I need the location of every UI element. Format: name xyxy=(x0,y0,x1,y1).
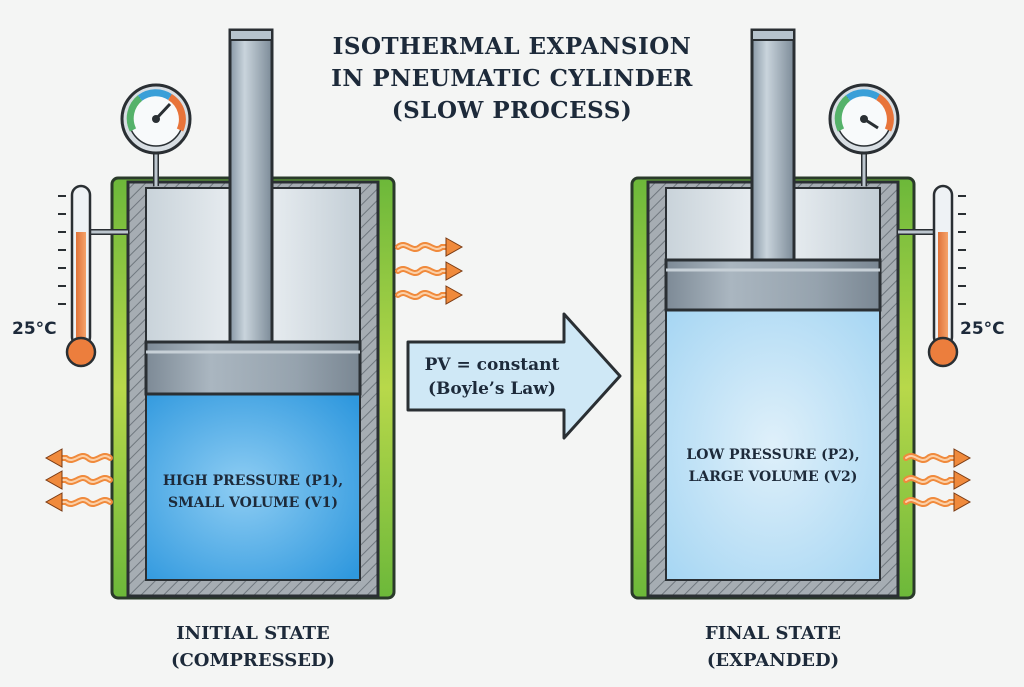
left-gas-label-line-1: HIGH PRESSURE (P1), xyxy=(163,473,343,489)
right-gas-label-line-2: LARGE VOLUME (V2) xyxy=(689,469,858,485)
right-temperature-label: 25°C xyxy=(960,319,1005,339)
process-arrow: PV = constant (Boyle’s Law) xyxy=(406,312,622,440)
left-piston xyxy=(144,340,362,396)
right-gas-label-line-1: LOW PRESSURE (P2), xyxy=(686,447,859,463)
left-caption-line-2: (COMPRESSED) xyxy=(171,650,335,671)
right-cylinder: 25°C LOW PRESSURE (P2), LARGE VOLUME (V2… xyxy=(630,28,1005,600)
left-heat-arrows-top xyxy=(398,238,462,304)
right-piston-rod xyxy=(750,28,796,262)
process-arrow-line-2: (Boyle’s Law) xyxy=(428,379,556,399)
left-piston-rod xyxy=(228,28,274,344)
process-arrow-line-1: PV = constant xyxy=(425,355,560,375)
left-thermometer-icon xyxy=(58,184,97,368)
title-line-2: IN PNEUMATIC CYLINDER xyxy=(331,65,693,92)
title-line-3: (SLOW PROCESS) xyxy=(392,97,632,124)
right-piston xyxy=(664,258,882,312)
left-heat-arrows-bottom xyxy=(46,449,110,511)
right-thermometer-icon xyxy=(927,184,966,368)
title-line-1: ISOTHERMAL EXPANSION xyxy=(333,33,692,60)
left-cylinder: 25°C HIGH PRESSURE (P1), SMALL VOLUME (V… xyxy=(12,28,396,600)
right-pressure-gauge-icon xyxy=(828,83,900,155)
right-caption-line-1: FINAL STATE xyxy=(705,623,841,644)
right-heat-arrows xyxy=(906,449,970,511)
right-caption-line-2: (EXPANDED) xyxy=(707,650,839,671)
left-gas-label-line-2: SMALL VOLUME (V1) xyxy=(168,495,338,511)
left-gas-volume xyxy=(145,393,361,581)
left-temperature-label: 25°C xyxy=(12,319,57,339)
right-gas-volume xyxy=(665,309,881,581)
left-pressure-gauge-icon xyxy=(120,83,192,155)
left-caption-line-1: INITIAL STATE xyxy=(176,623,330,644)
